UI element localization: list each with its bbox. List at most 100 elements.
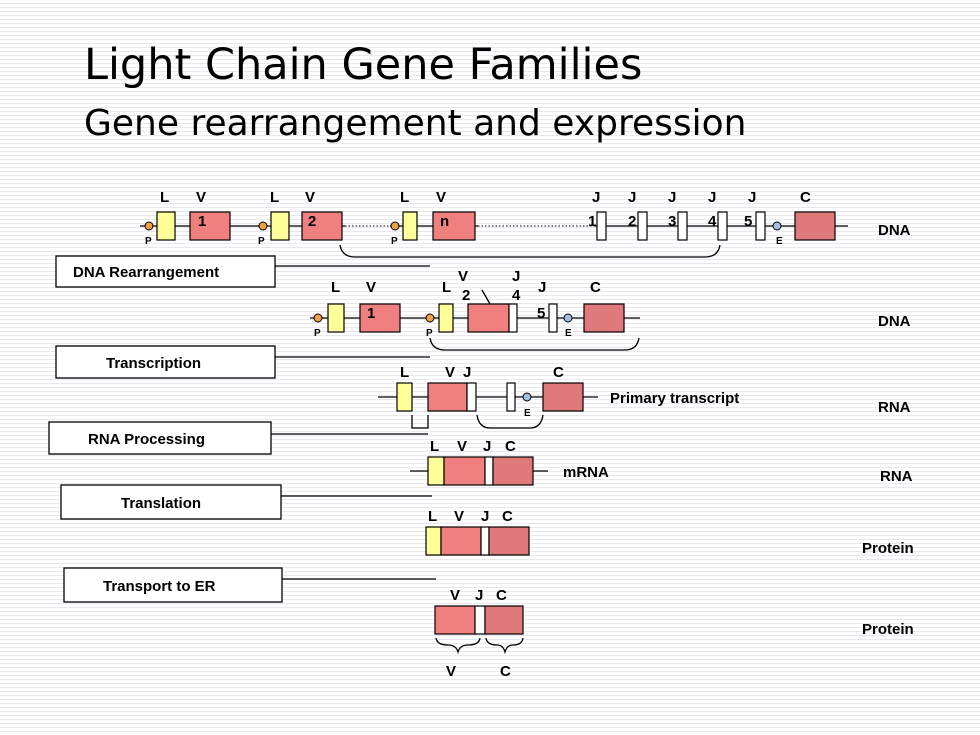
label-v: V — [445, 364, 455, 381]
c-domain — [484, 605, 524, 635]
j-segment-5 — [755, 211, 766, 241]
label-j: J — [512, 268, 520, 285]
v-domain — [434, 605, 476, 635]
step-box-translation — [60, 484, 282, 520]
c-domain — [488, 526, 530, 556]
label-l: L — [160, 189, 169, 206]
mrna-row: L V J C mRNA RNA — [410, 438, 913, 486]
v-number-n: n — [440, 213, 449, 230]
j-region — [474, 605, 486, 635]
leader-segment — [427, 456, 445, 486]
slide-title: Light Chain Gene Families — [84, 40, 643, 90]
label-j: J — [668, 189, 676, 206]
leader-segment-1 — [156, 211, 176, 241]
leader-segment-2 — [270, 211, 290, 241]
step-box-transcription — [55, 345, 276, 379]
v-segment-1 — [359, 303, 401, 333]
v-number-1: 1 — [198, 213, 206, 230]
mature-protein-row: V J C V C Protein — [434, 587, 914, 680]
transcription-bracket — [429, 337, 640, 351]
deletion-bracket — [339, 244, 721, 258]
step-label-dna-rearrangement: DNA Rearrangement — [73, 264, 219, 281]
label-p: P — [258, 236, 265, 247]
enhancer — [772, 221, 782, 231]
label-c: C — [502, 508, 513, 525]
promoter-2 — [425, 313, 435, 323]
enhancer — [563, 313, 573, 323]
promoter-1 — [313, 313, 323, 323]
label-j: J — [475, 587, 483, 604]
label-v: V — [305, 189, 315, 206]
vj-joined-v — [427, 382, 468, 412]
promoter-1 — [144, 221, 154, 231]
step-box-rna-processing — [48, 421, 272, 455]
label-c: C — [590, 279, 601, 296]
j-segment-3 — [677, 211, 688, 241]
v-domain-label: V — [446, 663, 456, 680]
promoter-2 — [258, 221, 268, 231]
label-l: L — [428, 508, 437, 525]
label-j: J — [538, 279, 546, 296]
molecule-label-rna: RNA — [880, 468, 913, 485]
j-number-5: 5 — [537, 305, 545, 322]
leader-peptide — [425, 526, 442, 556]
label-j: J — [483, 438, 491, 455]
j-number-3: 3 — [668, 213, 676, 230]
mrna-label: mRNA — [563, 464, 609, 481]
label-v: V — [196, 189, 206, 206]
vj-joined-v — [467, 303, 510, 333]
label-l: L — [400, 189, 409, 206]
label-p: P — [145, 236, 152, 247]
c-segment — [583, 303, 625, 333]
j-number-5: 5 — [744, 213, 752, 230]
v-number-2: 2 — [308, 213, 316, 230]
vj-joined-j — [466, 382, 477, 412]
label-p: P — [391, 236, 398, 247]
step-label-rna-processing: RNA Processing — [88, 431, 205, 448]
label-j: J — [708, 189, 716, 206]
j-region — [480, 526, 490, 556]
label-j: J — [628, 189, 636, 206]
v-segment-n — [432, 211, 476, 241]
v-number-1: 1 — [367, 305, 375, 322]
label-l: L — [331, 279, 340, 296]
c-segment — [542, 382, 584, 412]
molecule-label-dna: DNA — [878, 313, 911, 330]
j-segment-5 — [506, 382, 516, 412]
step-label-transport-to-er: Transport to ER — [103, 578, 216, 595]
leader-segment-n — [402, 211, 418, 241]
label-c: C — [800, 189, 811, 206]
germline-dna-row: L V L V L V J J J J J C 1 2 n 1 2 3 4 5 … — [140, 189, 911, 258]
step-label-transcription: Transcription — [106, 355, 201, 372]
label-c: C — [553, 364, 564, 381]
promoter-n — [390, 221, 400, 231]
label-e: E — [565, 328, 572, 339]
j-segment-4 — [717, 211, 728, 241]
step-box-transport-to-er — [63, 567, 283, 603]
j-number-4: 4 — [512, 287, 521, 304]
label-j: J — [463, 364, 471, 381]
label-p: P — [314, 328, 321, 339]
v-domain-brace — [435, 637, 481, 655]
label-v: V — [454, 508, 464, 525]
intron-bracket-2 — [476, 414, 544, 429]
label-p: P — [426, 328, 433, 339]
j-segment-1 — [596, 211, 607, 241]
label-l: L — [400, 364, 409, 381]
step-label-translation: Translation — [121, 495, 201, 512]
molecule-label-rna: RNA — [878, 399, 911, 416]
intron-bracket-1 — [411, 415, 429, 429]
label-c: C — [496, 587, 507, 604]
label-v: V — [458, 268, 468, 285]
v-segment — [443, 456, 486, 486]
leader-segment-1 — [327, 303, 345, 333]
v-segment-1 — [189, 211, 231, 241]
c-segment — [492, 456, 534, 486]
molecule-label-protein: Protein — [862, 621, 914, 638]
j-number-1: 1 — [588, 213, 596, 230]
j-segment-5 — [548, 303, 558, 333]
c-segment — [794, 211, 836, 241]
j-segment-2 — [637, 211, 648, 241]
leader-segment-2 — [438, 303, 454, 333]
label-l: L — [430, 438, 439, 455]
